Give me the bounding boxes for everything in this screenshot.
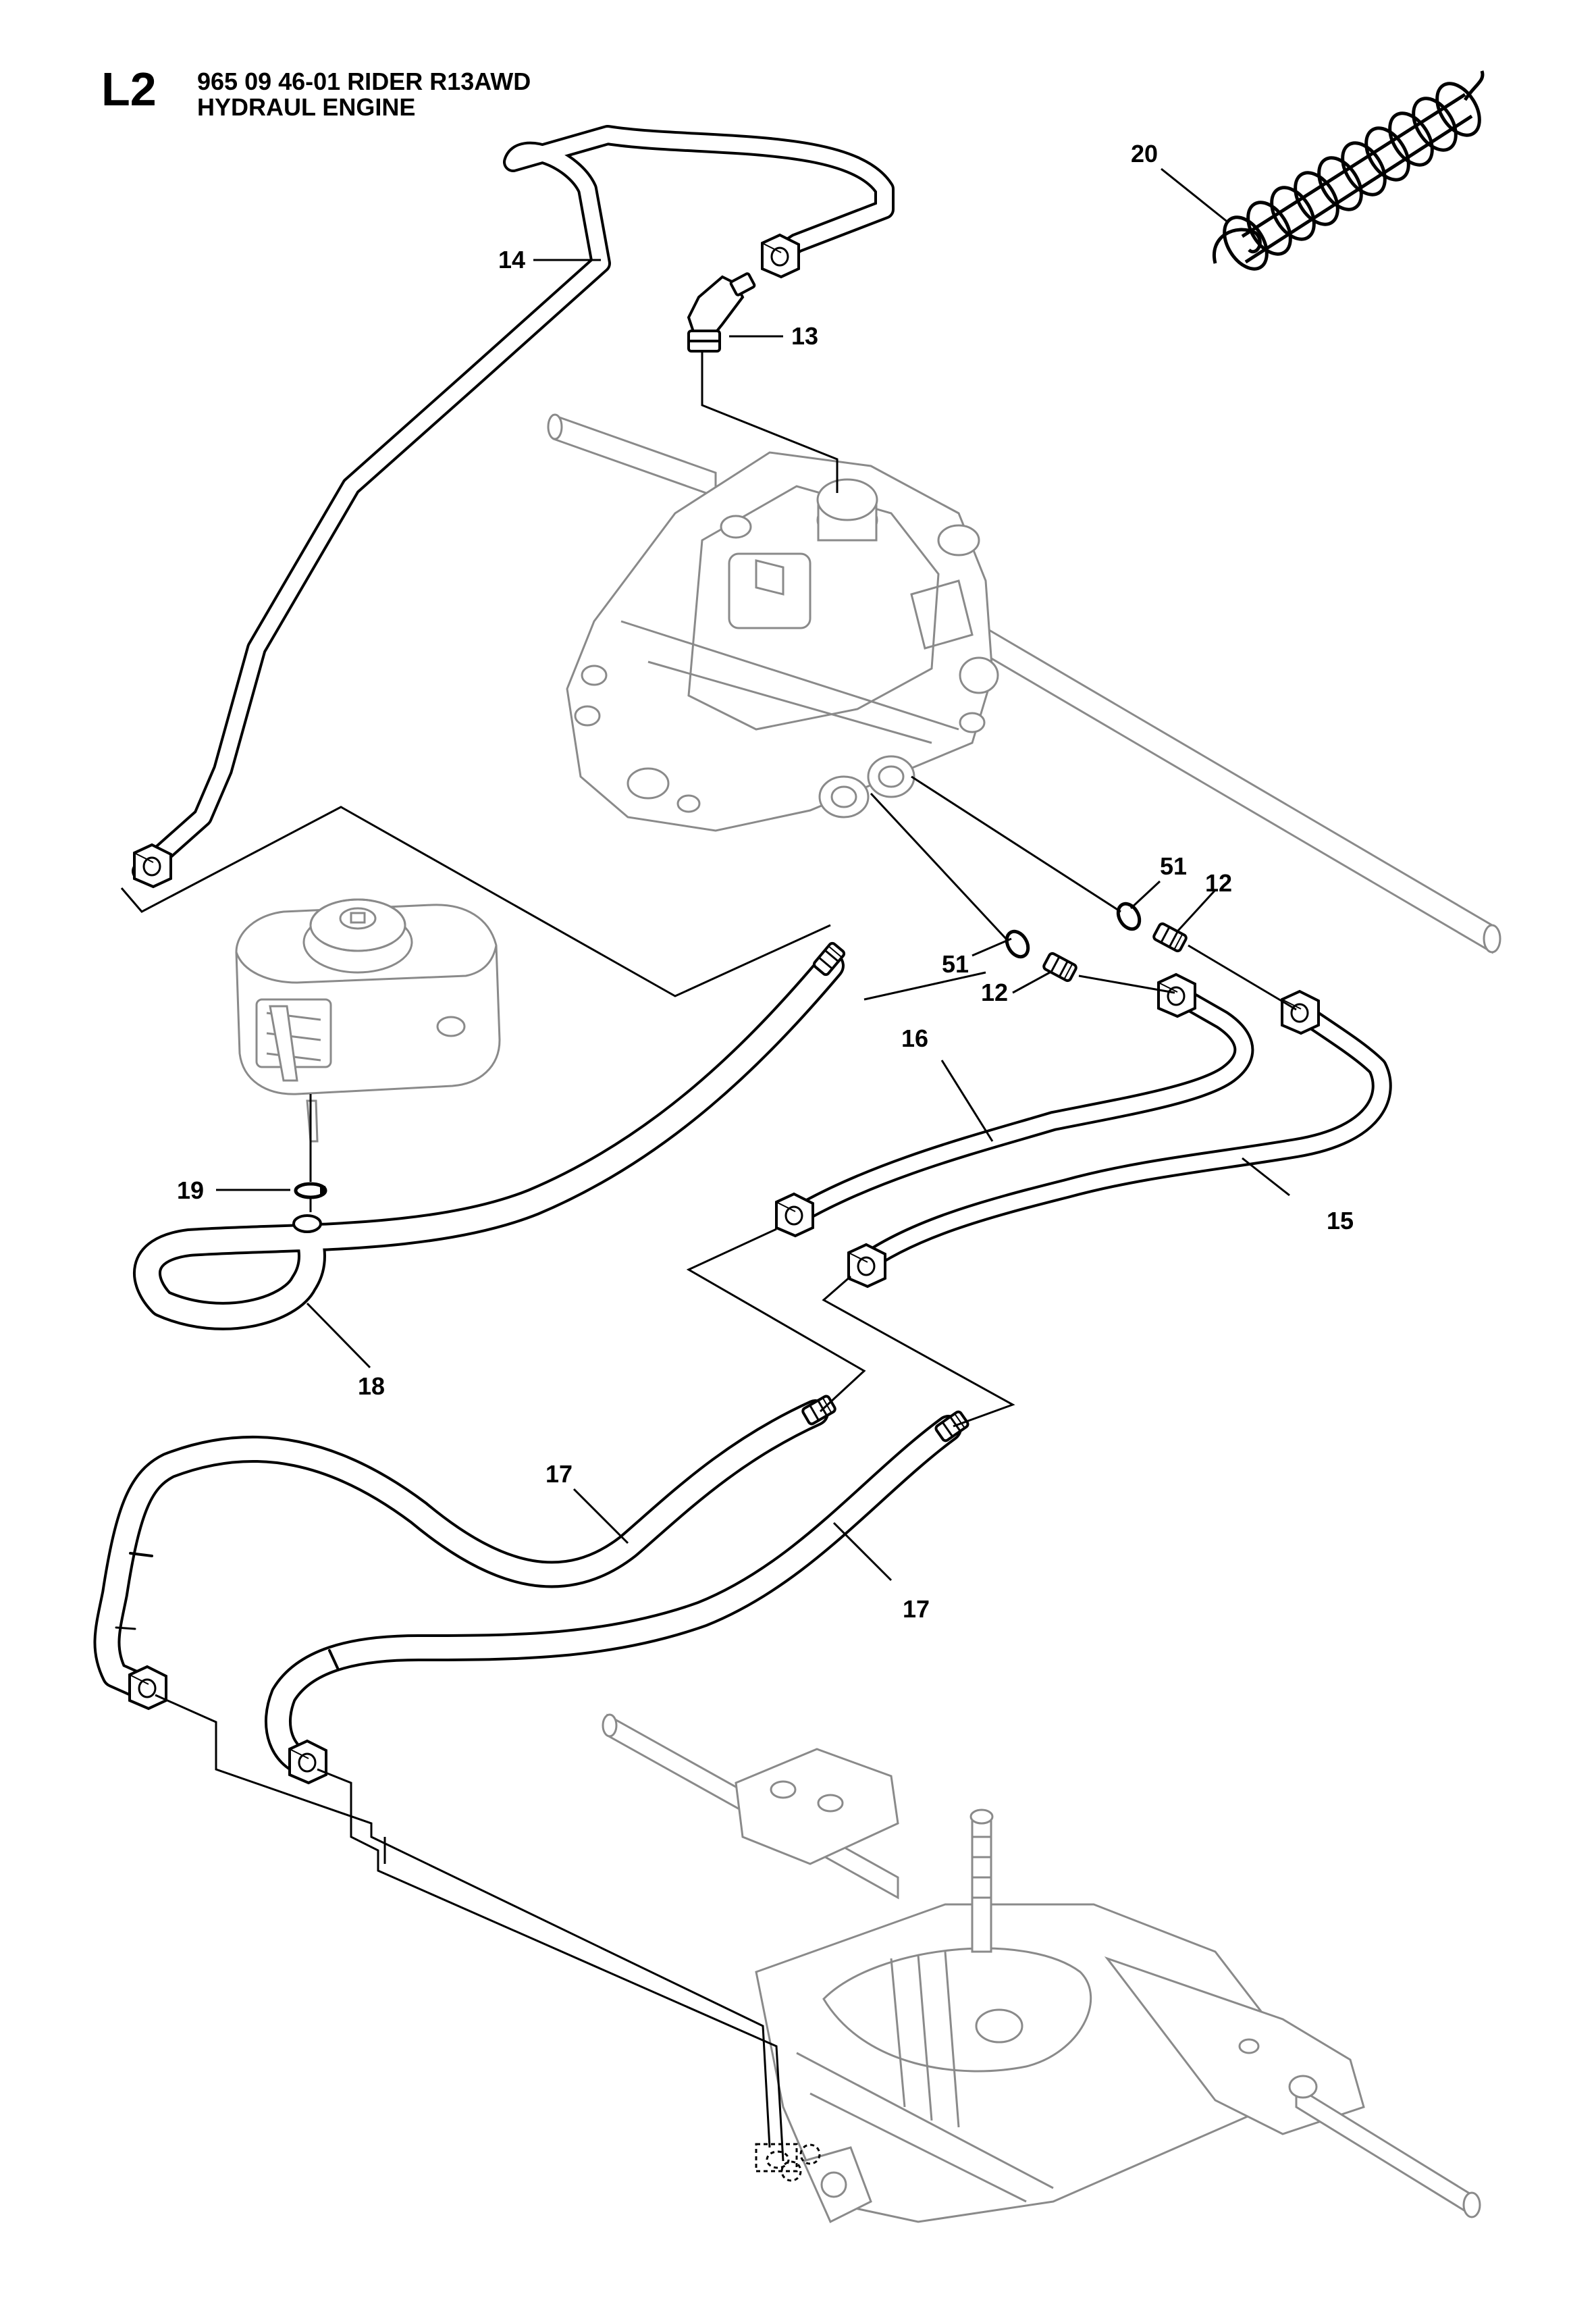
callout-17-upper: 17 xyxy=(546,1460,573,1488)
section-title: HYDRAUL ENGINE xyxy=(197,93,416,121)
hose-part-17-upper xyxy=(93,1399,829,1702)
hose-part-17-lower xyxy=(265,1415,962,1776)
callout-12-left: 12 xyxy=(981,979,1008,1006)
pipe-15-lower-nut xyxy=(847,1243,886,1288)
callout-15: 15 xyxy=(1327,1207,1354,1234)
hose-17-upper-end-fitting xyxy=(800,1393,838,1427)
callout-14: 14 xyxy=(498,246,525,274)
callout-labels: 20 14 13 51 12 51 12 16 19 15 18 17 17 xyxy=(177,140,1354,1623)
callout-leaders xyxy=(216,167,1290,1582)
callout-16: 16 xyxy=(901,1024,928,1052)
oring-part-51-right xyxy=(1116,902,1142,931)
callout-20: 20 xyxy=(1131,140,1158,167)
spring-part-20 xyxy=(1212,70,1485,271)
pipe-15-upper-nut xyxy=(1281,990,1320,1035)
pipe-part-15 xyxy=(851,1003,1392,1276)
hose-17-upper-nut xyxy=(128,1665,167,1710)
callout-13: 13 xyxy=(791,322,818,350)
callout-18: 18 xyxy=(358,1372,385,1400)
pipe-part-16 xyxy=(787,983,1254,1226)
elbow-part-13 xyxy=(687,272,756,353)
fitting-part-12-left xyxy=(1042,952,1077,982)
hose-clamp-part-19 xyxy=(294,1182,327,1199)
pipe-16-lower-nut xyxy=(775,1193,814,1237)
hose-17-lower-nut xyxy=(288,1740,327,1784)
callout-51-left: 51 xyxy=(942,950,969,978)
pipe-part-14 xyxy=(132,125,895,881)
lower-awd-transmission xyxy=(602,1713,1481,2224)
hose-part-18 xyxy=(133,952,845,1330)
pipe-14-end-nut xyxy=(133,843,172,888)
pipe-16-upper-nut xyxy=(1157,973,1196,1018)
model-title: 965 09 46-01 RIDER R13AWD xyxy=(197,68,531,95)
callout-12-right: 12 xyxy=(1205,869,1232,897)
hose-17-lower-end-fitting xyxy=(933,1409,971,1444)
oring-part-51-left xyxy=(1005,929,1030,959)
section-code: L2 xyxy=(101,63,157,115)
port-fittings-dashed xyxy=(755,2143,821,2182)
callout-19: 19 xyxy=(177,1176,204,1204)
callout-51-right: 51 xyxy=(1160,852,1187,880)
pipe-14-top-nut xyxy=(761,234,800,278)
callout-17-lower: 17 xyxy=(903,1595,930,1623)
assembly-path-lines xyxy=(120,351,1297,2162)
oil-reservoir-tank xyxy=(235,898,501,1143)
upper-hydro-transmission xyxy=(547,413,1501,954)
